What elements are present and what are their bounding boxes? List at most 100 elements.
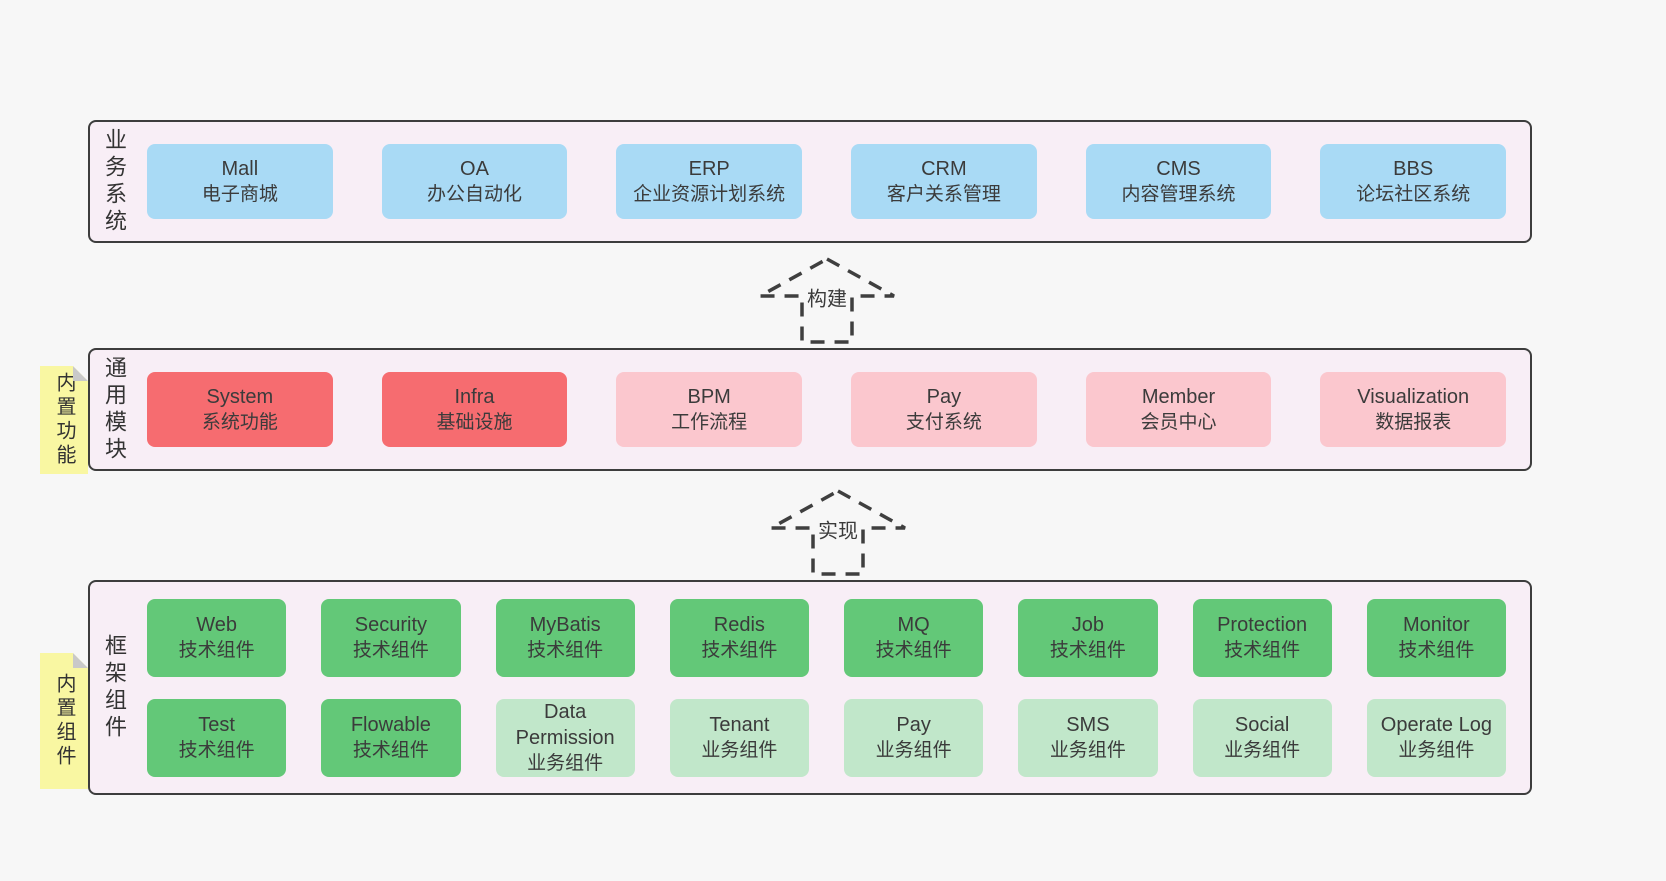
box-subtitle: 技术组件 (1049, 640, 1126, 662)
box-subtitle: 业务组件 (1398, 740, 1475, 762)
folded-corner-icon (73, 653, 88, 668)
band-rows: Mall 电子商城 OA 办公自动化 ERP 企业资源计划系统 CRM 客户关系管理 CMS 内容… (147, 122, 1507, 241)
box-subtitle: 技术组件 (701, 640, 778, 662)
box-subtitle: 业务组件 (527, 753, 604, 775)
sticky-note-label: 内置功能 (53, 372, 75, 468)
band-business-systems: 业务系统 Mall 电子商城 OA 办公自动化 ERP 企业资源计划系统 CRM 客户关系管理… (88, 120, 1532, 243)
box-cms: CMS 内容管理系统 (1085, 144, 1272, 219)
box-test: Test 技术组件 (147, 698, 287, 777)
box-web: Web 技术组件 (147, 598, 287, 677)
box-name: Pay (896, 713, 931, 736)
box-subtitle: 技术组件 (1224, 640, 1301, 662)
box-name: SMS (1066, 713, 1110, 736)
box-monitor: Monitor 技术组件 (1366, 598, 1506, 677)
box-system: System 系统功能 (147, 372, 333, 447)
box-name: ERP (688, 157, 730, 180)
module-row: Mall 电子商城 OA 办公自动化 ERP 企业资源计划系统 CRM 客户关系管理 CMS 内容… (147, 144, 1507, 219)
box-pay: Pay 业务组件 (844, 698, 984, 777)
box-subtitle: 电子商城 (201, 184, 278, 206)
box-name: BPM (687, 385, 731, 408)
up-arrow-icon (759, 257, 895, 344)
box-name: BBS (1393, 157, 1434, 180)
box-name: Test (198, 713, 235, 736)
box-mall: Mall 电子商城 (147, 144, 333, 219)
box-mq: MQ 技术组件 (844, 598, 984, 677)
box-subtitle: 业务组件 (701, 740, 778, 762)
dashed-up-arrow: 构建 (757, 255, 897, 345)
box-name: Redis (713, 613, 765, 636)
box-subtitle: 数据报表 (1375, 412, 1452, 434)
box-subtitle: 系统功能 (201, 412, 278, 434)
arrow-label: 构建 (804, 281, 850, 313)
band-side-label: 框架组件 (102, 633, 127, 742)
box-name: Member (1141, 385, 1216, 408)
box-subtitle: 技术组件 (178, 640, 255, 662)
box-name: Pay (926, 385, 962, 408)
box-erp: ERP 企业资源计划系统 (616, 144, 803, 219)
box-subtitle: 技术组件 (875, 640, 952, 662)
up-arrow-icon (770, 489, 906, 576)
sticky-note-label: 内置组件 (53, 673, 75, 769)
box-name: Mall (221, 157, 259, 180)
box-flowable: Flowable 技术组件 (321, 698, 461, 777)
sticky-note-built-in-components: 内置组件 (40, 653, 88, 789)
box-visualization: Visualization 数据报表 (1320, 372, 1507, 447)
band-side-label: 业务系统 (102, 127, 127, 236)
folded-corner-icon (73, 366, 88, 381)
box-security: Security 技术组件 (321, 598, 461, 677)
box-subtitle: 业务组件 (1049, 740, 1126, 762)
box-subtitle: 内容管理系统 (1121, 184, 1236, 206)
box-job: Job 技术组件 (1018, 598, 1158, 677)
box-sms: SMS 业务组件 (1018, 698, 1158, 777)
sticky-note-built-in-features: 内置功能 (40, 366, 88, 474)
box-subtitle: 技术组件 (1398, 640, 1475, 662)
box-subtitle: 技术组件 (527, 640, 604, 662)
box-name: Data Permission (515, 700, 615, 749)
box-name: CMS (1156, 157, 1201, 180)
box-subtitle: 技术组件 (178, 740, 255, 762)
box-name: Security (354, 613, 427, 636)
box-name: Social (1234, 713, 1290, 736)
box-name: Web (196, 613, 237, 636)
box-name: Flowable (350, 713, 431, 736)
band-side-label: 通用模块 (102, 355, 127, 464)
box-name: Tenant (709, 713, 770, 736)
box-name: Visualization (1357, 385, 1470, 408)
box-name: Protection (1217, 613, 1308, 636)
box-name: CRM (921, 157, 967, 180)
box-name: Job (1071, 613, 1104, 636)
box-subtitle: 办公自动化 (427, 184, 523, 206)
box-name: System (206, 385, 274, 408)
box-data-permission: Data Permission 业务组件 (495, 698, 635, 777)
box-name: MQ (897, 613, 930, 636)
box-oa: OA 办公自动化 (381, 144, 568, 219)
box-subtitle: 技术组件 (352, 640, 429, 662)
box-protection: Protection 技术组件 (1192, 598, 1332, 677)
box-name: Infra (454, 385, 495, 408)
box-subtitle: 业务组件 (875, 740, 952, 762)
box-subtitle: 基础设施 (436, 412, 513, 434)
box-bbs: BBS 论坛社区系统 (1320, 144, 1507, 219)
box-name: OA (460, 157, 489, 180)
box-infra: Infra 基础设施 (381, 372, 568, 447)
box-subtitle: 企业资源计划系统 (633, 184, 786, 206)
box-redis: Redis 技术组件 (669, 598, 809, 677)
box-crm: CRM 客户关系管理 (851, 144, 1037, 219)
arrow-label: 实现 (815, 513, 861, 545)
module-row: Test 技术组件 Flowable 技术组件 Data Permission 业务组件 T… (147, 698, 1506, 777)
box-name: Monitor (1403, 613, 1470, 636)
box-subtitle: 技术组件 (352, 740, 429, 762)
box-subtitle: 论坛社区系统 (1356, 184, 1471, 206)
box-subtitle: 客户关系管理 (886, 184, 1001, 206)
